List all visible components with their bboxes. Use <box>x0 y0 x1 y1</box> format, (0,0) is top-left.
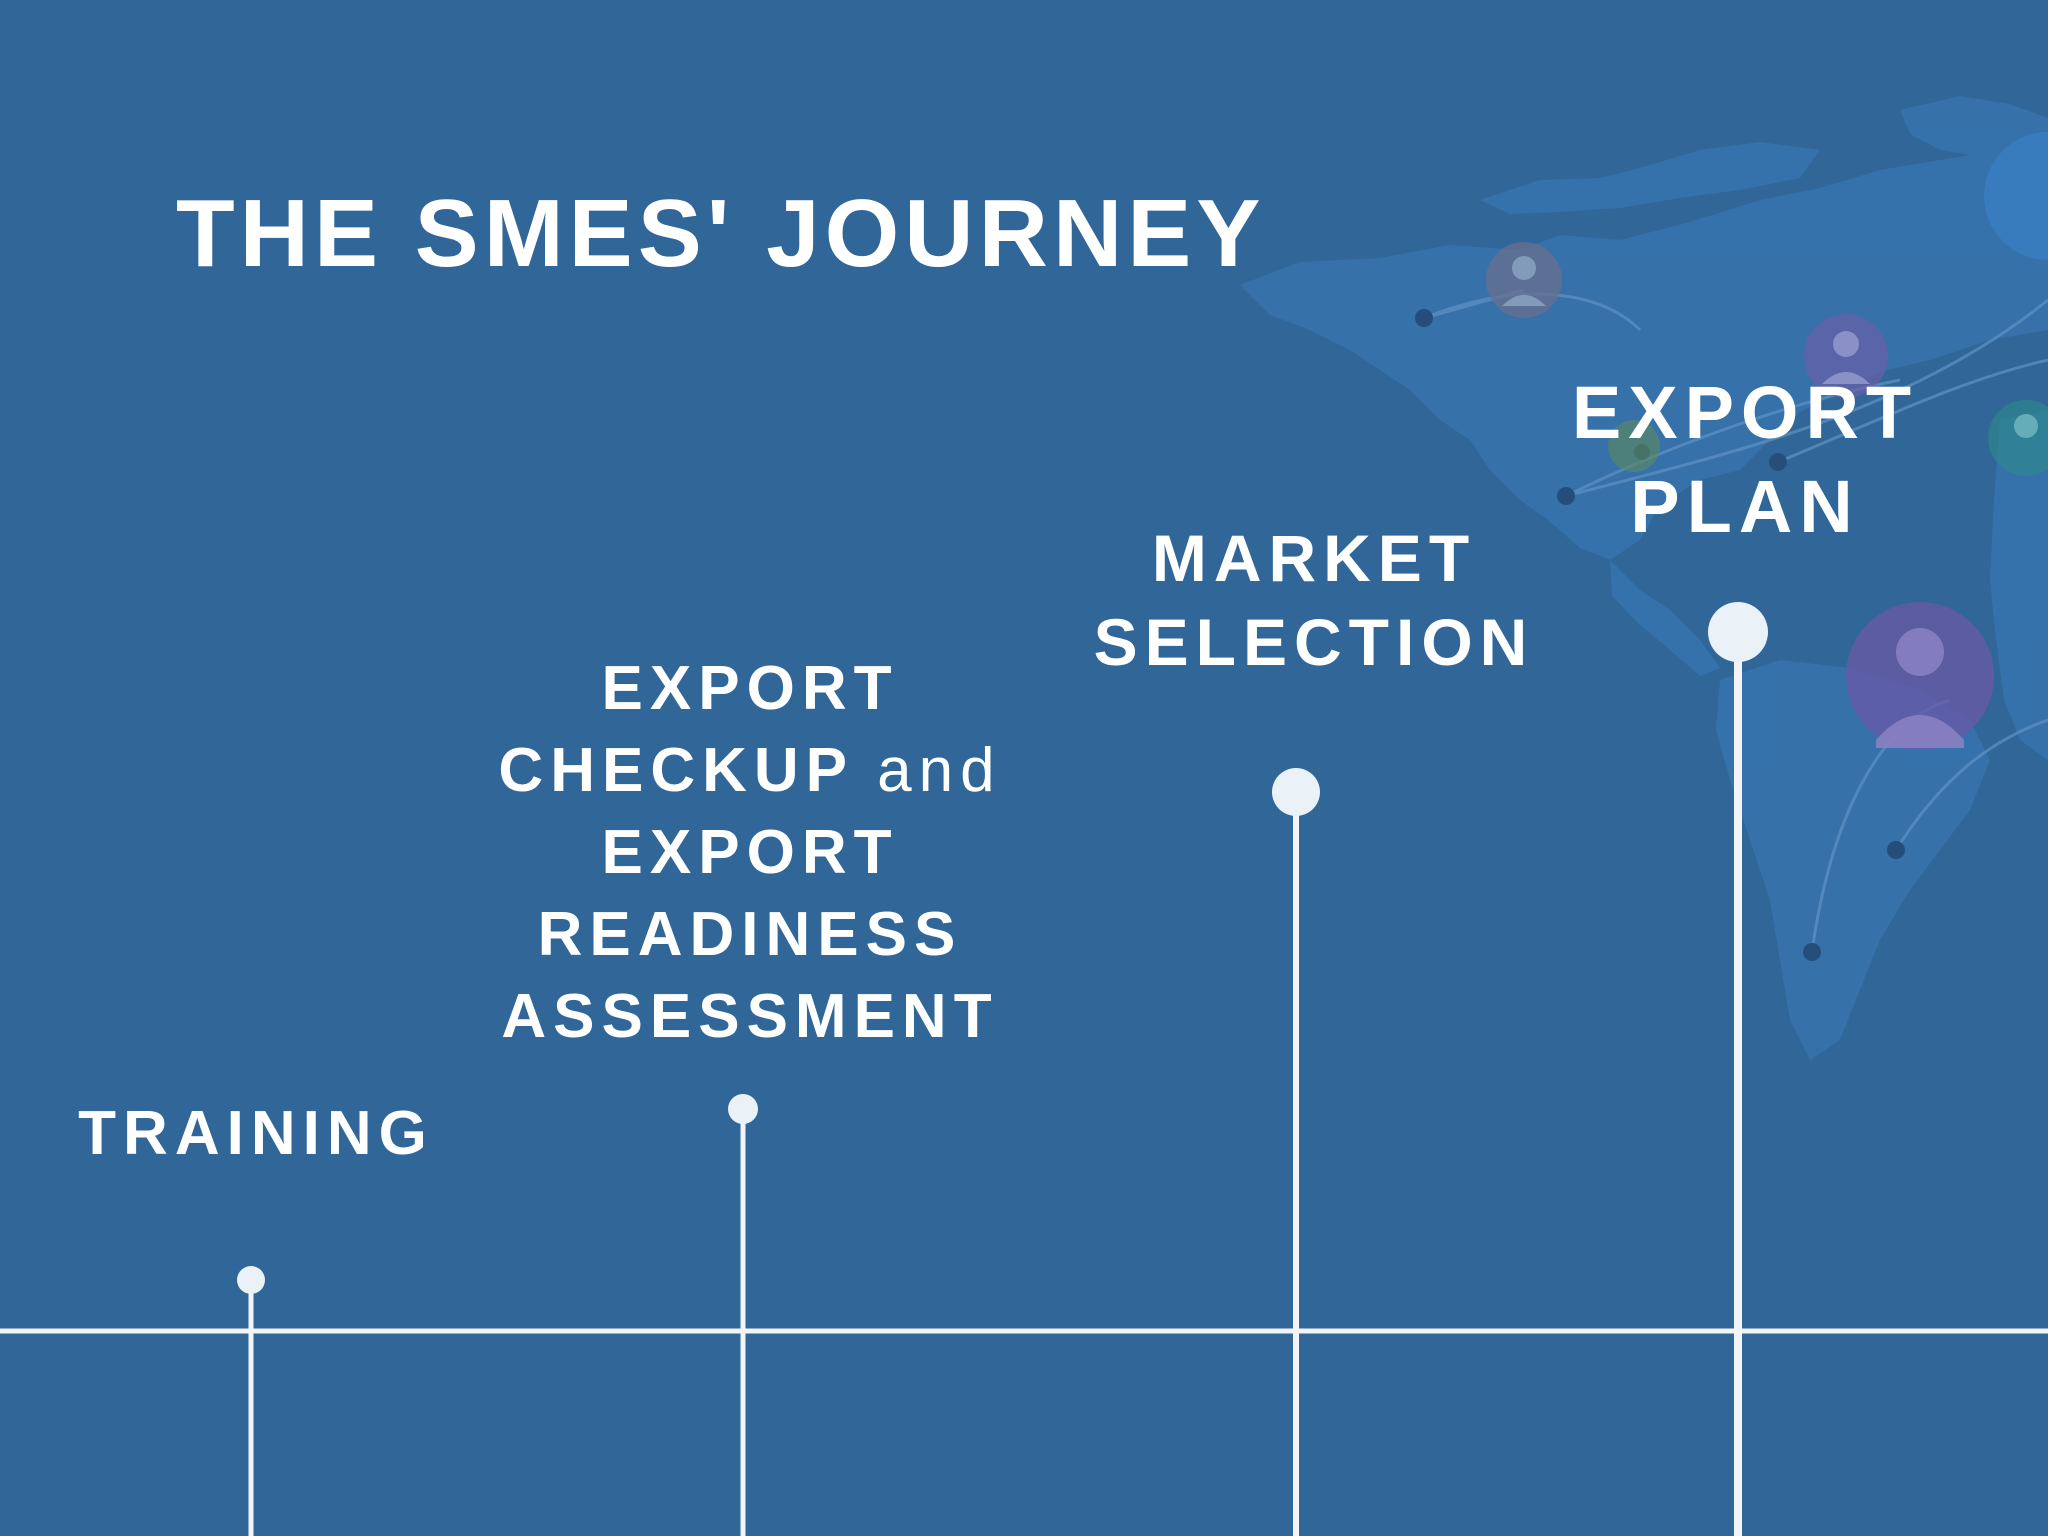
person-avatar-icon <box>1984 132 2048 260</box>
milestone-marker-plan <box>1708 602 1768 662</box>
milestone-marker-checkup <box>728 1094 758 1124</box>
milestone-label-line: CHECKUP and <box>450 730 1050 812</box>
milestone-label-line: TRAINING <box>78 1099 434 1168</box>
milestone-label-market: MARKET SELECTION <box>1064 516 1564 684</box>
person-avatar-icon <box>1988 400 2048 476</box>
milestone-label-checkup: EXPORT CHECKUP and EXPORT READINESS ASSE… <box>450 648 1050 1058</box>
milestone-label-training: TRAINING <box>56 1098 456 1170</box>
milestone-label-line: READINESS <box>537 900 963 969</box>
milestone-label-word: CHECKUP <box>498 736 853 805</box>
milestone-label-line: EXPORT <box>601 818 899 887</box>
milestone-label-word: and <box>877 736 1002 805</box>
milestone-label-line: MARKET <box>1151 521 1477 595</box>
person-avatar-icon <box>1608 420 1660 472</box>
milestone-marker-market <box>1272 768 1320 816</box>
person-avatar-icon <box>1804 314 1888 398</box>
person-avatar-icon <box>1486 242 1562 318</box>
milestone-label-line: EXPORT <box>1571 371 1919 454</box>
milestone-label-line: PLAN <box>1630 465 1860 548</box>
milestone-label-plan: EXPORT PLAN <box>1545 366 1945 554</box>
milestone-marker-training <box>237 1266 265 1294</box>
page-title: THE SMES' JOURNEY <box>176 180 1266 287</box>
person-avatar-icon <box>1846 602 1994 750</box>
milestone-label-line: ASSESSMENT <box>501 982 999 1051</box>
milestone-label-line: EXPORT <box>601 654 899 723</box>
milestone-label-line: SELECTION <box>1093 605 1535 679</box>
